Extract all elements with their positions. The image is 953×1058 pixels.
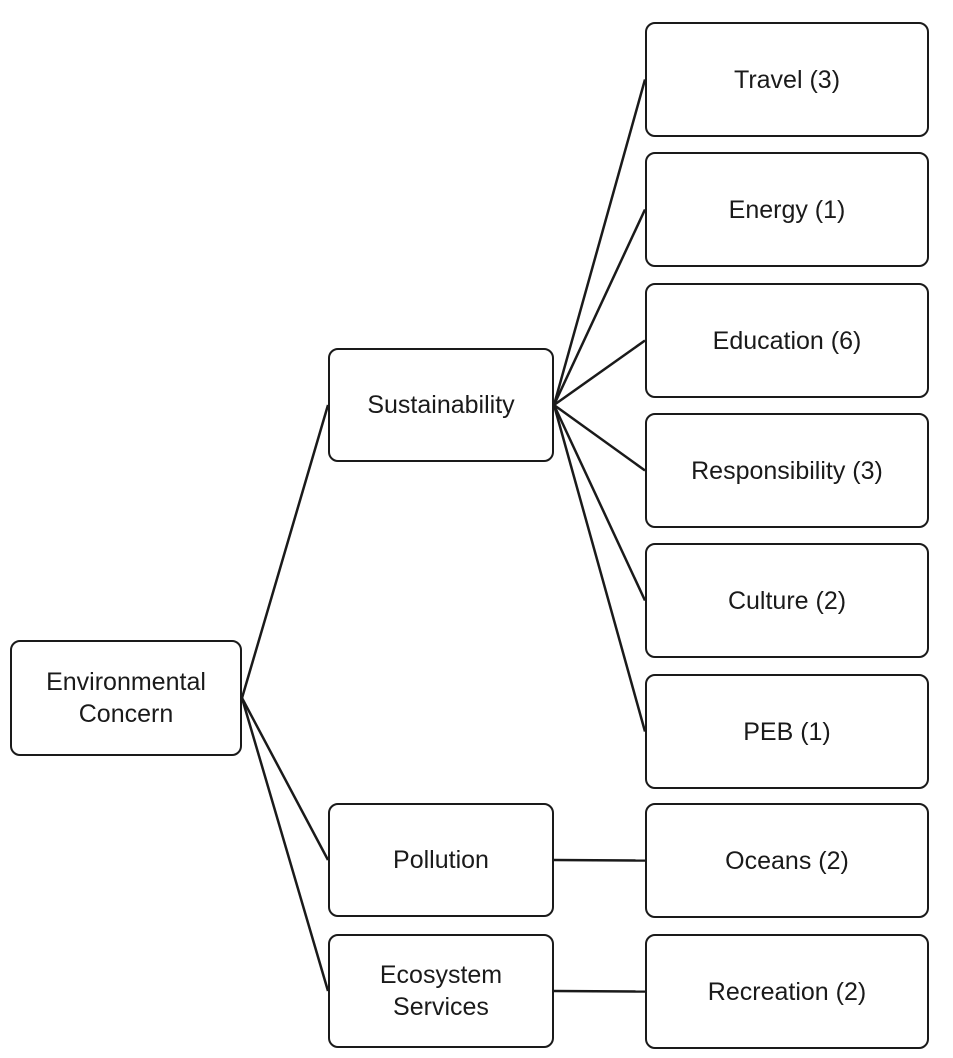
node-education-label: Education (6) <box>712 326 862 355</box>
edge-ecosystem-services-to-recreation <box>553 989 646 993</box>
node-ecosystem-services: Ecosystem Services <box>328 934 554 1048</box>
node-recreation: Recreation (2) <box>645 934 929 1049</box>
node-pollution: Pollution <box>328 803 554 917</box>
node-peb: PEB (1) <box>645 674 929 789</box>
node-pollution-label: Pollution <box>393 846 489 874</box>
node-oceans: Oceans (2) <box>645 803 929 918</box>
edge-environmental-concern-to-sustainability <box>240 404 330 699</box>
node-culture: Culture (2) <box>645 543 929 658</box>
node-recreation-label: Recreation (2) <box>707 977 867 1006</box>
edge-sustainability-to-energy <box>552 208 647 406</box>
node-culture-label: Culture (2) <box>727 586 847 615</box>
node-energy: Energy (1) <box>645 152 929 267</box>
node-environmental-concern-label: Environmental Concern <box>46 668 206 728</box>
node-education: Education (6) <box>645 283 929 398</box>
node-oceans-label: Oceans (2) <box>725 846 849 875</box>
node-responsibility-label: Responsibility (3) <box>691 456 883 485</box>
node-energy-label: Energy (1) <box>728 195 846 224</box>
edge-sustainability-to-peb <box>552 404 647 732</box>
node-responsibility: Responsibility (3) <box>645 413 929 528</box>
edge-sustainability-to-culture <box>552 404 647 602</box>
edge-environmental-concern-to-ecosystem-services <box>240 697 330 992</box>
node-sustainability-label: Sustainability <box>367 391 515 419</box>
edge-sustainability-to-responsibility <box>553 403 646 472</box>
node-travel: Travel (3) <box>645 22 929 137</box>
node-ecosystem-services-label: Ecosystem Services <box>379 961 503 1021</box>
edge-sustainability-to-travel <box>552 79 647 406</box>
node-peb-label: PEB (1) <box>743 717 831 746</box>
edge-pollution-to-oceans <box>553 858 646 862</box>
node-environmental-concern: Environmental Concern <box>10 640 242 756</box>
edge-environmental-concern-to-pollution <box>240 697 330 861</box>
node-sustainability: Sustainability <box>328 348 554 462</box>
node-travel-label: Travel (3) <box>733 65 841 94</box>
edge-sustainability-to-education <box>553 339 646 407</box>
